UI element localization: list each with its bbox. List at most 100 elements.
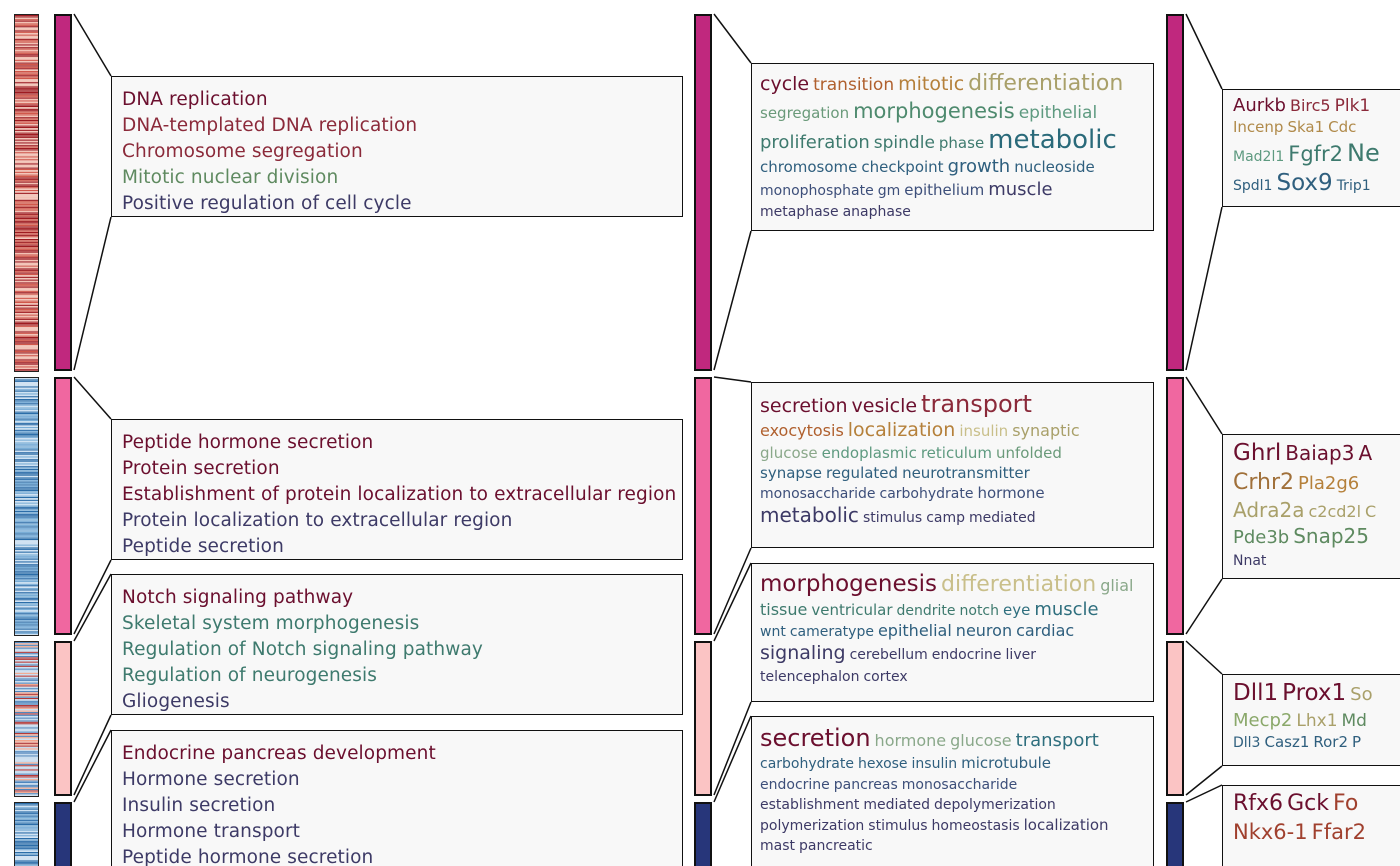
go-term: Protein localization to extracellular re… (122, 510, 513, 531)
wordcloud-word: telencephalon (760, 668, 860, 685)
wordcloud-word: unfolded (995, 443, 1062, 462)
wordcloud-word: dendrite (896, 602, 956, 619)
wordcloud-word: muscle (1034, 598, 1099, 620)
cluster-3-bar-genes (1166, 641, 1184, 796)
wordcloud-word: mitotic (898, 73, 965, 95)
gene-label: Ror2 (1313, 733, 1349, 752)
wordcloud-word: hormone (977, 483, 1045, 502)
wordcloud-word: transport (921, 390, 1032, 418)
wordcloud-word: establishment (760, 797, 860, 813)
go-term: DNA replication (122, 89, 268, 110)
gene-label: Plk1 (1334, 96, 1371, 116)
wordcloud-word: nucleoside (1014, 158, 1095, 177)
wordcloud-word: endocrine (760, 776, 830, 793)
wordcloud-word: mediated (863, 797, 931, 813)
go-term: Peptide secretion (122, 536, 284, 557)
wordcloud-word: muscle (988, 178, 1053, 200)
go-term: DNA-templated DNA replication (122, 115, 418, 136)
wordcloud-word: differentiation (968, 71, 1124, 96)
wordcloud-word: polymerization (760, 817, 865, 834)
wordcloud-word: ventricular (811, 600, 893, 619)
gene-label: Incenp (1233, 118, 1284, 137)
wordcloud-word: phase (938, 133, 985, 152)
wordcloud-word: epithelial (1018, 102, 1098, 123)
wordcloud-word: endoplasmic (821, 443, 917, 462)
gene-label: Aurkb (1233, 95, 1286, 116)
gene-label: Fgfr2 (1288, 142, 1344, 167)
wordcloud-word: localization (847, 419, 956, 441)
gene-label: Snap25 (1293, 524, 1370, 549)
gene-label: Cdc (1328, 118, 1357, 137)
wordcloud-word: metabolic (988, 124, 1117, 155)
wordcloud-word: monosaccharide (760, 485, 876, 502)
wordcloud-word: insulin (959, 422, 1009, 440)
wordcloud-word: mast (760, 838, 795, 854)
go-term: Regulation of neurogenesis (122, 665, 377, 686)
wordcloud-word: stimulus (862, 510, 923, 527)
wordcloud-word: cerebellum (849, 646, 928, 663)
heatmap-strip-cluster-2 (14, 377, 39, 636)
cluster-2-bar-go (54, 377, 72, 635)
cluster-4-bar-go (54, 802, 72, 866)
gene-label: c2cd2l (1308, 502, 1362, 522)
wordcloud-word: microtubule (961, 754, 1051, 772)
wordcloud-word: mediated (969, 510, 1036, 527)
wordcloud-word: insulin (911, 756, 958, 772)
wordcloud-word: notch (959, 602, 1000, 619)
wordcloud-word: reticulum (920, 443, 992, 462)
wordcloud-word: transport (1015, 730, 1099, 751)
wordcloud-word: carbohydrate (879, 485, 974, 502)
go-term: Endocrine pancreas development (122, 743, 436, 764)
wordcloud-word: localization (1023, 815, 1109, 834)
wordcloud-word: depolymerization (934, 797, 1056, 813)
gene-label: Spdl1 (1233, 178, 1273, 195)
wordcloud-word: vesicle (851, 395, 918, 417)
wordcloud-word: endocrine (931, 646, 1002, 663)
wordcloud-word: checkpoint (861, 158, 944, 177)
gene-label: C (1365, 502, 1377, 522)
go-term: Peptide hormone secretion (122, 847, 374, 866)
wordcloud-word: secretion (760, 395, 848, 417)
go-term: Establishment of protein localization to… (122, 484, 677, 505)
cluster-1-bar-genes (1166, 14, 1184, 371)
gene-label: Pla2g6 (1298, 472, 1360, 494)
cluster-3-bar-go (54, 641, 72, 796)
wordcloud-word: differentiation (941, 572, 1097, 597)
gene-label: Ffar2 (1311, 819, 1366, 844)
cluster-1-bar-wordcloud (694, 14, 712, 371)
wordcloud-word: transition (813, 75, 895, 95)
wordcloud-word: cameratype (789, 624, 874, 641)
gene-label: Pde3b (1233, 527, 1290, 549)
wordcloud-word: liver (1005, 646, 1036, 663)
wordcloud-word: wnt (760, 624, 786, 641)
wordcloud-word: gm (877, 182, 901, 199)
wordcloud-word: signaling (760, 641, 846, 664)
wordcloud-word: monosaccharide (901, 776, 1018, 793)
gene-row: Nnat (1233, 550, 1400, 571)
